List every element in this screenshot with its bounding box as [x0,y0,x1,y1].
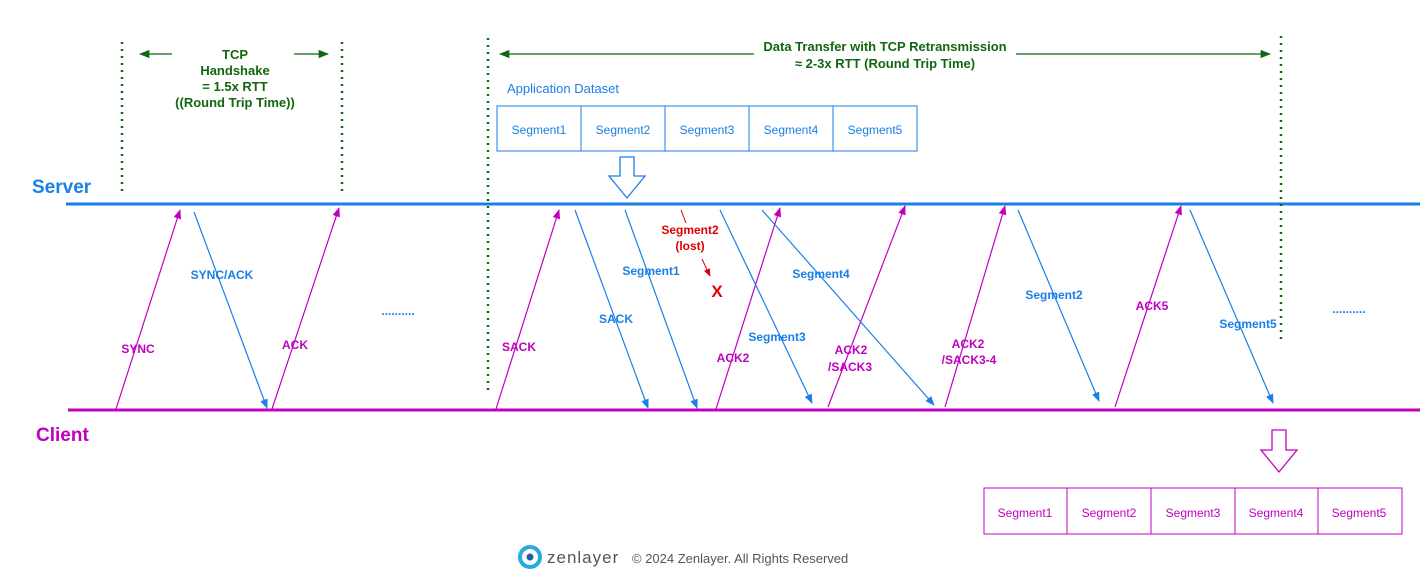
segment1-arrow [624,209,698,409]
dataset-segment-2: Segment2 [596,123,651,137]
client-lane-label: Client [36,425,89,446]
dataset-title: Application Dataset [507,81,619,96]
transfer-phase: Data Transfer with TCP Retransmission ≈ … [498,39,1272,71]
dataset-segment-1: Segment1 [512,123,567,137]
received-segment-3: Segment3 [1166,506,1221,520]
segment5-label: Segment5 [1219,317,1277,331]
sync-arrow [115,209,182,410]
ellipsis-right: .......... [1332,302,1365,316]
server-lane-label: Server [32,177,92,198]
transfer-label-line1: Data Transfer with TCP Retransmission [763,39,1006,54]
receive-down-arrow-icon [1259,429,1299,474]
segment1-label: Segment1 [622,264,680,278]
dataset-segment-3: Segment3 [680,123,735,137]
handshake-label-line2: Handshake [200,63,269,78]
ack2-label: ACK2 [717,351,750,365]
send-down-arrow-icon [607,156,647,200]
footer: zenlayer © 2024 Zenlayer. All Rights Res… [518,545,848,569]
ack2-sack3-label-line1: ACK2 [835,343,868,357]
phase-separators [120,36,1283,392]
segment4-arrow [761,209,935,406]
received-segment-2: Segment2 [1082,506,1137,520]
ack5-label: ACK5 [1136,299,1169,313]
ack2-sack3-arrow [827,205,906,408]
handshake-label-line1: TCP [222,47,248,62]
ack5-arrow [1114,205,1182,408]
ack2-sack34-arrow [944,205,1007,408]
segment2-lost-arrow-end [701,258,711,277]
ack-arrow [271,207,340,410]
sync-ack-label: SYNC/ACK [191,268,254,282]
zenlayer-logo-icon [518,545,542,569]
sack-server-arrow [574,209,649,409]
ack2-arrow [715,207,782,410]
ack-label: ACK [282,338,308,352]
dataset-segments: Segment1 Segment2 Segment3 Segment4 Segm… [496,105,918,152]
dataset-segment-4: Segment4 [764,123,819,137]
transfer-label-line2: ≈ 2-3x RTT (Round Trip Time) [795,56,975,71]
received-segments: Segment1 Segment2 Segment3 Segment4 Segm… [983,487,1403,535]
received-box [983,487,1403,535]
sack-client-label: SACK [502,340,536,354]
handshake-messages: SYNC SYNC/ACK ACK [115,207,340,410]
segment2-retransmit-label: Segment2 [1025,288,1083,302]
copyright-text: © 2024 Zenlayer. All Rights Reserved [632,551,848,566]
received-segment-4: Segment4 [1249,506,1304,520]
sack-client-arrow [495,209,561,410]
sync-label: SYNC [121,342,155,356]
sack-server-label: SACK [599,312,633,326]
segment4-label: Segment4 [792,267,850,281]
sync-ack-arrow [193,211,268,409]
dataset-segment-5: Segment5 [848,123,903,137]
segment3-label: Segment3 [748,330,806,344]
logo-ring [518,545,542,569]
dataset-box [496,105,918,152]
brand-name: zenlayer [547,548,619,567]
logo-dot [526,553,534,561]
ack2-sack34-label-line2: /SACK3-4 [942,353,997,367]
handshake-label-line4: ((Round Trip Time)) [175,95,295,110]
received-segment-5: Segment5 [1332,506,1387,520]
handshake-phase: TCP Handshake = 1.5x RTT ((Round Trip Ti… [138,47,330,110]
ack2-sack34-label-line1: ACK2 [952,337,985,351]
lost-x-mark-icon: X [711,282,723,301]
ellipsis-left: .......... [381,304,414,318]
segment2-retransmit-arrow [1017,209,1100,402]
segment2-lost-arrow-start [680,209,687,224]
transfer-messages: SACK SACK Segment1 Segment2 (lost) X ACK… [495,205,1277,410]
ack2-sack3-label-line2: /SACK3 [828,360,872,374]
handshake-label-line3: = 1.5x RTT [202,79,267,94]
segment2-lost-label-line1: Segment2 [661,223,719,237]
segment5-arrow [1189,209,1274,404]
segment3-arrow [719,209,813,404]
received-segment-1: Segment1 [998,506,1053,520]
segment2-lost-label-line2: (lost) [675,239,704,253]
